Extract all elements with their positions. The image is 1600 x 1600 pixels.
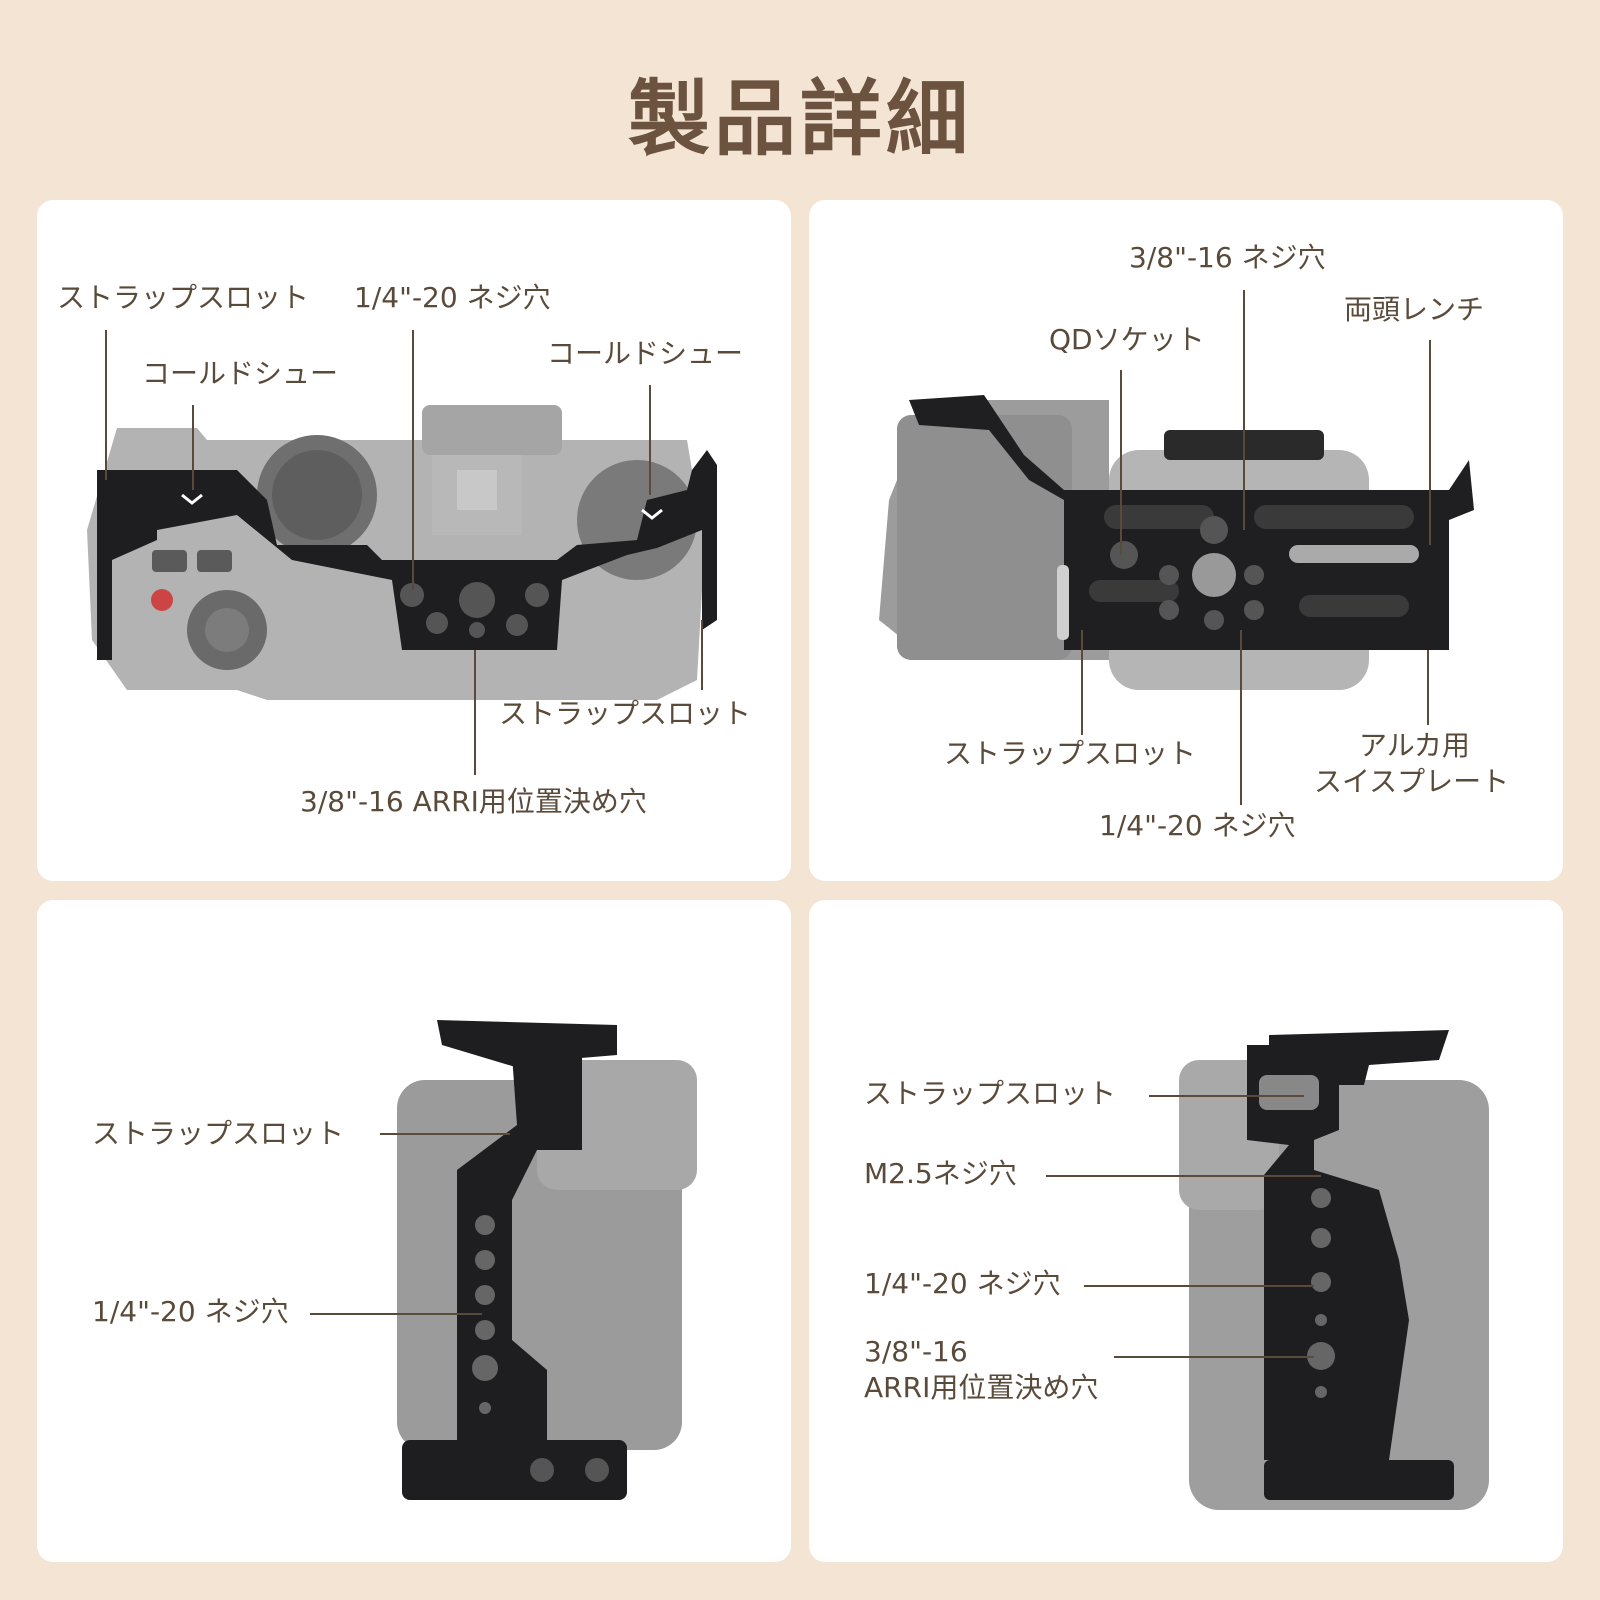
leader-line xyxy=(380,1133,510,1135)
label-thread-14: 1/4"-20 ネジ穴 xyxy=(1099,809,1296,842)
panel-top-view: ストラップスロット 1/4"-20 ネジ穴 コールドシュー コールドシュー スト… xyxy=(37,200,791,881)
label-strap-slot-left: ストラップスロット xyxy=(57,281,310,314)
label-arri-line2: ARRI用位置決め穴 xyxy=(864,1371,1099,1404)
label-arca-line2: スイスプレート xyxy=(1314,765,1510,798)
leader-line xyxy=(1429,340,1431,545)
leader-line xyxy=(1084,1285,1314,1287)
page-title: 製品詳細 xyxy=(627,72,972,167)
leader-line xyxy=(1120,370,1122,555)
leader-line xyxy=(192,405,194,490)
label-wrench: 両頭レンチ xyxy=(1344,293,1485,326)
label-strap-slot-right: ストラップスロット xyxy=(499,697,752,730)
leader-line xyxy=(474,650,476,775)
leader-line xyxy=(105,330,107,480)
leader-line xyxy=(1243,290,1245,530)
label-thread-14: 1/4"-20 ネジ穴 xyxy=(354,281,551,314)
leader-line xyxy=(1149,1095,1304,1097)
label-arca-line1: アルカ用 xyxy=(1359,729,1470,762)
label-arri-hole: 3/8"-16 ARRI用位置決め穴 xyxy=(300,785,647,818)
panel-bottom-view: 3/8"-16 ネジ穴 両頭レンチ QDソケット ストラップスロット アルカ用 … xyxy=(809,200,1563,881)
label-cold-shoe-right: コールドシュー xyxy=(547,337,744,370)
label-thread-14: 1/4"-20 ネジ穴 xyxy=(864,1267,1061,1300)
label-strap-slot: ストラップスロット xyxy=(92,1117,345,1150)
label-strap-slot: ストラップスロット xyxy=(944,737,1197,770)
label-thread-38: 3/8"-16 ネジ穴 xyxy=(1129,241,1326,274)
leader-line xyxy=(1427,650,1429,725)
leader-line xyxy=(1081,630,1083,735)
leader-line xyxy=(649,385,651,495)
camera-top-illustration xyxy=(87,405,717,700)
leader-line xyxy=(1114,1356,1314,1358)
leader-line xyxy=(1240,630,1242,805)
label-qd-socket: QDソケット xyxy=(1049,323,1205,356)
leader-line xyxy=(412,330,414,590)
camera-right-side-illustration xyxy=(1179,1030,1489,1510)
label-thread-14: 1/4"-20 ネジ穴 xyxy=(92,1295,289,1328)
panel-right-side-view: ストラップスロット M2.5ネジ穴 1/4"-20 ネジ穴 3/8"-16 AR… xyxy=(809,900,1563,1562)
label-strap-slot: ストラップスロット xyxy=(864,1077,1117,1110)
leader-line xyxy=(1046,1175,1321,1177)
panel-left-side-view: ストラップスロット 1/4"-20 ネジ穴 xyxy=(37,900,791,1562)
leader-line xyxy=(310,1313,482,1315)
label-cold-shoe-left: コールドシュー xyxy=(142,357,339,390)
label-m25: M2.5ネジ穴 xyxy=(864,1157,1017,1190)
leader-line xyxy=(701,620,703,690)
camera-bottom-illustration xyxy=(879,395,1474,690)
label-arri-line1: 3/8"-16 xyxy=(864,1335,968,1368)
camera-left-side-illustration xyxy=(397,1020,697,1500)
